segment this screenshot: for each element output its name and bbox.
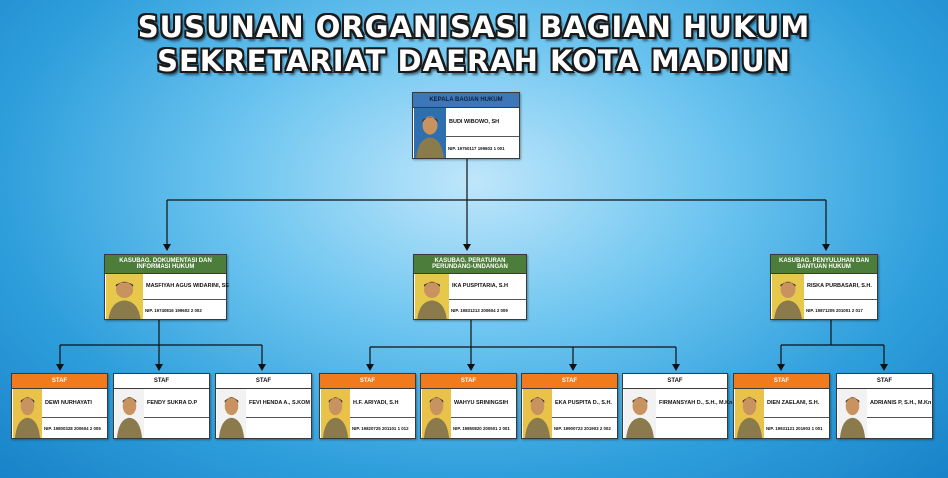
person-name: FIRMANSYAH D., S.H., M.Kn — [659, 399, 733, 406]
position-title: STAF — [623, 374, 727, 389]
separator — [449, 299, 526, 300]
position-title: STAF — [12, 374, 107, 389]
person-photo — [838, 389, 867, 438]
person-name: ADRIANIS P, S.H., M.Kn — [870, 399, 932, 406]
separator — [144, 417, 209, 418]
kasubag-box: KASUBAG. DOKUMENTASI DAN INFORMASI HUKUM… — [104, 254, 230, 320]
person-photo — [115, 389, 144, 438]
person-name: RISKA PURBASARI, S.H. — [807, 283, 872, 289]
position-title: KASUBAG. PERATURAN PERUNDANG-UNDANGAN — [414, 255, 526, 274]
person-photo — [772, 274, 804, 319]
chart-title-line-2: SEKRETARIAT DAERAH KOTA MADIUN — [157, 44, 791, 78]
separator — [42, 417, 107, 418]
position-title: STAF — [522, 374, 617, 389]
person-photo — [624, 389, 656, 438]
separator — [656, 417, 727, 418]
separator — [350, 417, 415, 418]
person-photo — [415, 274, 449, 319]
separator — [446, 136, 519, 137]
person-nip: NIP. 19820725 201101 1 012 — [352, 426, 409, 431]
position-title: KASUBAG. PENYULUHAN DAN BANTUAN HUKUM — [771, 255, 877, 274]
staff-box: STAF EKA PUSPITA D., S.H. NIP. 19900723 20… — [521, 373, 618, 439]
person-nip: NIP. 19800328 200604 2 005 — [44, 426, 101, 431]
position-title: KEPALA BAGIAN HUKUM — [413, 93, 519, 108]
person-photo — [106, 274, 143, 319]
position-title: STAF — [421, 374, 516, 389]
person-photo — [735, 389, 764, 438]
person-nip: NIP. 19850820 200501 2 001 — [453, 426, 510, 431]
kasubag-box: KASUBAG. PERATURAN PERUNDANG-UNDANGAN IKA… — [413, 254, 527, 320]
person-nip: NIP. 19740816 199602 2 002 — [145, 307, 202, 313]
separator — [552, 417, 617, 418]
separator — [867, 417, 932, 418]
staff-box: STAF ADRIANIS P, S.H., M.Kn — [836, 373, 933, 439]
staff-box: STAF FENDY SUKRA D.P — [113, 373, 210, 439]
person-name: IKA PUSPITARIA, S.H — [452, 283, 508, 289]
chart-title-line-1: SUSUNAN ORGANISASI BAGIAN HUKUM — [137, 10, 811, 44]
position-title: STAF — [216, 374, 311, 389]
position-title: STAF — [114, 374, 209, 389]
person-nip: NIP. 19831213 200604 2 009 — [451, 307, 508, 313]
separator — [451, 417, 516, 418]
person-nip: NIP. 19871205 201001 2 017 — [806, 307, 863, 313]
staff-box: STAF WAHYU SRININGSIH NIP. 19850820 200501… — [420, 373, 517, 439]
person-photo — [523, 389, 552, 438]
person-name: DEWI NURHAYATI — [45, 399, 92, 406]
person-name: WAHYU SRININGSIH — [454, 399, 509, 406]
position-title: KASUBAG. DOKUMENTASI DAN INFORMASI HUKUM — [105, 255, 226, 274]
person-name: FEVI HENDA A., S.KOM — [249, 399, 311, 406]
kasubag-box: KASUBAG. PENYULUHAN DAN BANTUAN HUKUM RIS… — [770, 254, 878, 320]
person-photo — [217, 389, 246, 438]
person-name: H.F. ARIYADI, S.H — [353, 399, 399, 406]
position-title: STAF — [734, 374, 829, 389]
person-photo — [13, 389, 42, 438]
person-nip: NIP. 19750117 199603 1 001 — [448, 145, 505, 151]
person-photo — [422, 389, 451, 438]
person-nip: NIP. 19900723 201903 2 002 — [554, 426, 611, 431]
staff-box: STAF H.F. ARIYADI, S.H NIP. 19820725 20110… — [319, 373, 416, 439]
head-box: KEPALA BAGIAN HUKUM BUDI WIBOWO, SH NIP. 1… — [412, 92, 520, 159]
staff-box: STAF DEWI NURHAYATI NIP. 19800328 200604 2… — [11, 373, 108, 439]
person-name: DIEN ZAELANI, S.H. — [767, 399, 820, 406]
person-name: BUDI WIBOWO, SH — [449, 118, 500, 125]
separator — [764, 417, 829, 418]
person-photo — [414, 108, 446, 158]
separator — [143, 299, 226, 300]
person-name: FENDY SUKRA D.P — [147, 399, 198, 406]
person-name: MASFIYAH AGUS WIDARINI, SE — [146, 283, 230, 289]
position-title: STAF — [837, 374, 932, 389]
person-nip: NIP. 19931121 201903 1 001 — [766, 426, 823, 431]
person-photo — [321, 389, 350, 438]
separator — [804, 299, 877, 300]
person-name: EKA PUSPITA D., S.H. — [555, 399, 612, 406]
separator — [246, 417, 311, 418]
staff-box: STAF FIRMANSYAH D., S.H., M.Kn — [622, 373, 732, 439]
staff-box: STAF DIEN ZAELANI, S.H. NIP. 19931121 2019… — [733, 373, 830, 439]
staff-box: STAF FEVI HENDA A., S.KOM — [215, 373, 312, 439]
position-title: STAF — [320, 374, 415, 389]
